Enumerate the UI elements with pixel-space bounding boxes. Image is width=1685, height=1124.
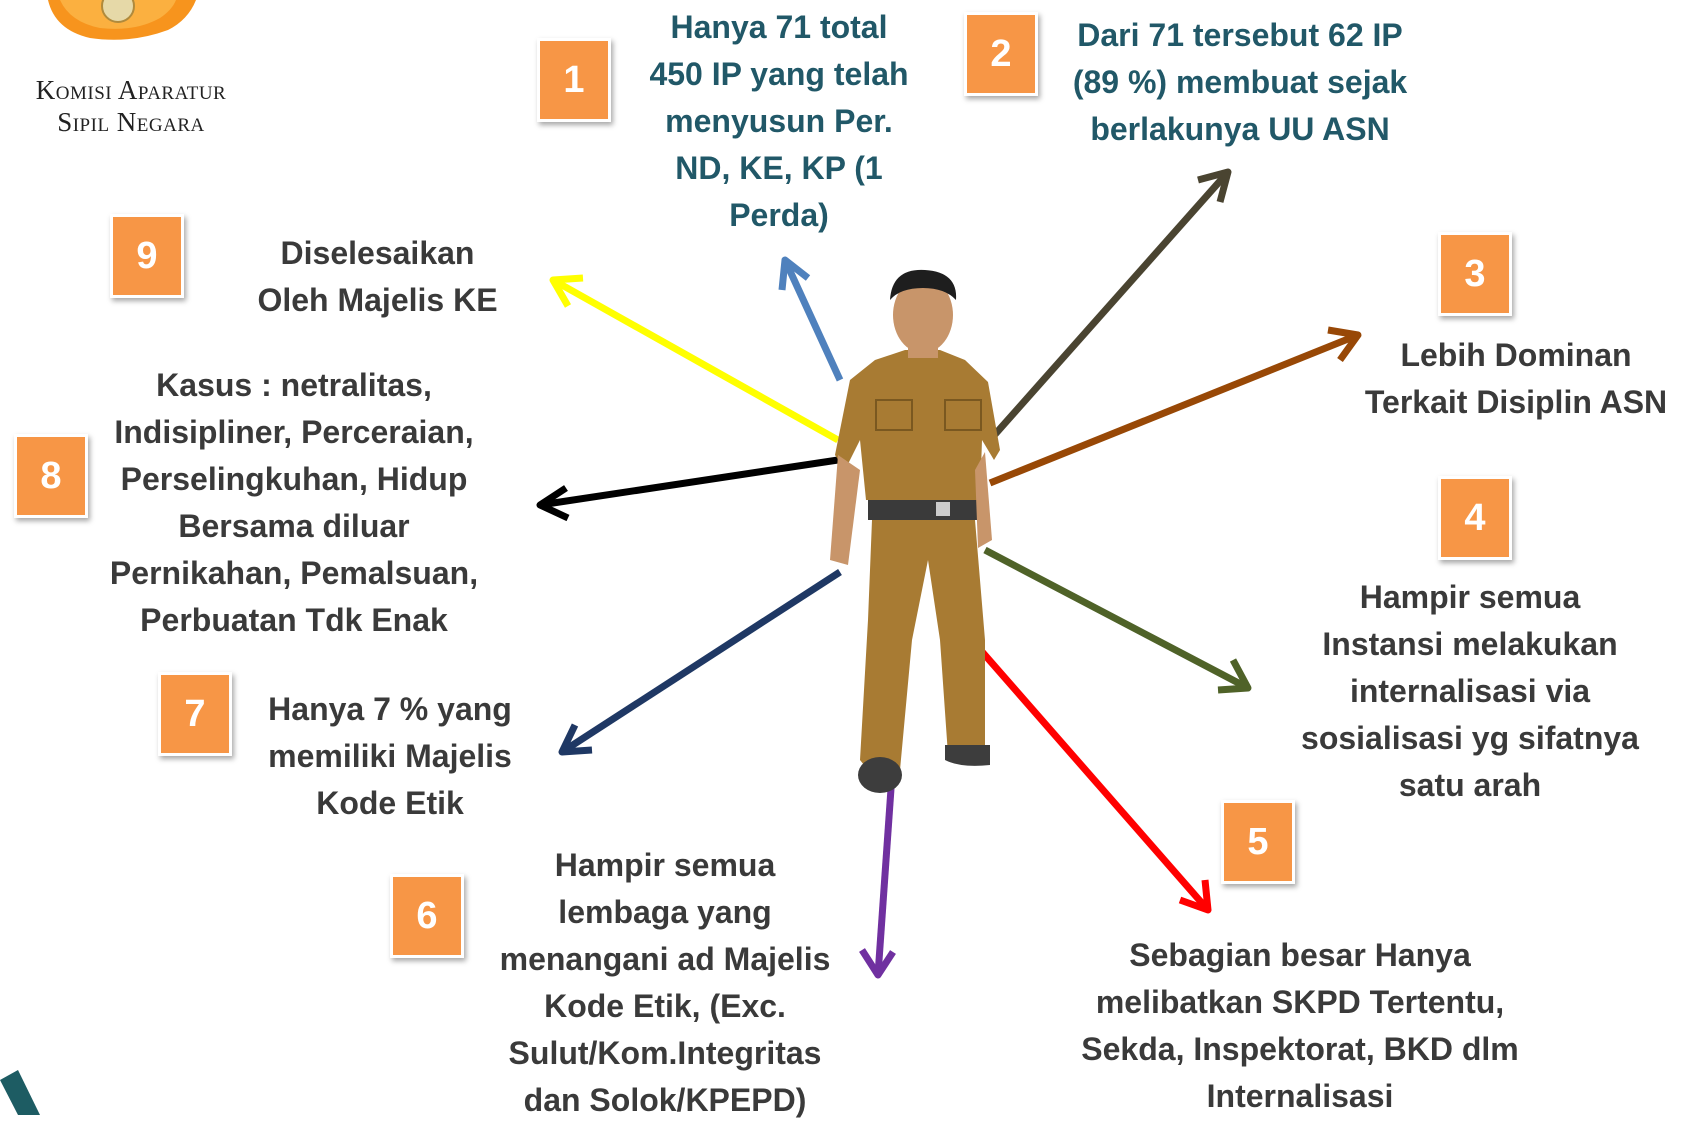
text-item-8-line: Kasus : netralitas,	[156, 367, 432, 403]
text-item-5: Sebagian besar Hanya melibatkan SKPD Ter…	[1050, 932, 1550, 1120]
text-item-3-line: Lebih Dominan	[1400, 337, 1632, 373]
text-item-4-line: internalisasi via	[1349, 673, 1591, 709]
text-item-1-line: 450 IP yang telah	[649, 56, 909, 92]
badge-2: 2	[964, 12, 1038, 96]
text-item-3: Lebih Dominan Terkait Disiplin ASN	[1348, 332, 1684, 426]
badge-7: 7	[158, 672, 232, 756]
text-item-6: Hampir semua lembaga yang menangani ad M…	[470, 842, 860, 1124]
text-item-8-line: Perbuatan Tdk Enak	[140, 602, 448, 638]
text-item-1-line: menyusun Per.	[665, 103, 893, 139]
text-item-7-line: memiliki Majelis	[268, 738, 512, 774]
arrow-4	[983, 546, 1252, 694]
text-item-7-line: Hanya 7 % yang	[268, 691, 512, 727]
text-item-1-line: ND, KE, KP (1	[675, 150, 883, 186]
text-item-7: Hanya 7 % yang memiliki Majelis Kode Eti…	[240, 686, 540, 827]
text-item-6-line: menangani ad Majelis	[499, 941, 831, 977]
arrow-2	[987, 168, 1232, 443]
text-item-4-line: satu arah	[1398, 767, 1542, 803]
text-item-4-line: Hampir semua	[1359, 579, 1581, 615]
logo-emblem-icon	[48, 0, 196, 40]
text-item-9-line: Oleh Majelis KE	[257, 282, 498, 318]
text-item-1-line: Hanya 71 total	[670, 9, 888, 45]
text-item-3-line: Terkait Disiplin ASN	[1364, 384, 1668, 420]
badge-9: 9	[110, 214, 184, 298]
logo-line-2: Sipil Negara	[57, 107, 205, 137]
text-item-8-line: Indisipliner, Perceraian,	[114, 414, 474, 450]
logo-line-1: Komisi Aparatur	[35, 75, 227, 105]
text-item-7-line: Kode Etik	[316, 785, 464, 821]
text-item-1-line: Perda)	[729, 197, 829, 233]
text-item-8-line: Pernikahan, Pemalsuan,	[109, 555, 479, 591]
text-item-4-line: Instansi melakukan	[1322, 626, 1618, 662]
badge-8: 8	[14, 434, 88, 518]
text-item-1: Hanya 71 total 450 IP yang telah menyusu…	[624, 4, 934, 239]
text-item-5-line: melibatkan SKPD Tertentu,	[1095, 984, 1505, 1020]
text-item-9: Diselesaikan Oleh Majelis KE	[240, 230, 515, 324]
text-item-5-line: Sekda, Inspektorat, BKD dlm	[1081, 1031, 1519, 1067]
arrow-6	[859, 759, 897, 979]
badge-3: 3	[1438, 232, 1512, 316]
text-item-2: Dari 71 tersebut 62 IP (89 %) membuat se…	[1040, 12, 1440, 153]
badge-5: 5	[1221, 800, 1295, 884]
text-item-4-line: sosialisasi yg sifatnya	[1301, 720, 1639, 756]
text-item-6-line: dan Solok/KPEPD)	[523, 1082, 807, 1118]
arrow-3	[988, 326, 1362, 487]
text-item-2-line: Dari 71 tersebut 62 IP	[1077, 17, 1403, 53]
text-item-8-line: Bersama diluar	[178, 508, 410, 544]
text-item-6-line: Sulut/Kom.Integritas	[508, 1035, 822, 1071]
text-item-8: Kasus : netralitas, Indisipliner, Percer…	[86, 362, 502, 644]
text-item-2-line: berlakunya UU ASN	[1090, 111, 1390, 147]
arrow-1	[778, 256, 844, 382]
badge-1: 1	[537, 38, 611, 122]
text-item-6-line: Kode Etik, (Exc.	[544, 988, 786, 1024]
text-item-9-line: Diselesaikan	[280, 235, 475, 271]
text-item-4: Hampir semua Instansi melakukan internal…	[1270, 574, 1670, 809]
corner-chevron-icon	[0, 1070, 40, 1115]
text-item-6-line: Hampir semua	[554, 847, 776, 883]
arrow-7	[558, 569, 842, 756]
arrow-8	[536, 456, 839, 522]
text-item-5-line: Sebagian besar Hanya	[1129, 937, 1471, 973]
logo-text: Komisi Aparatur Sipil Negara	[0, 74, 262, 138]
text-item-8-line: Perselingkuhan, Hidup	[120, 461, 468, 497]
arrow-9	[549, 274, 840, 444]
badge-4: 4	[1438, 476, 1512, 560]
text-item-5-line: Internalisasi	[1206, 1078, 1394, 1114]
badge-6: 6	[390, 874, 464, 958]
text-item-6-line: lembaga yang	[558, 894, 772, 930]
arrow-5	[960, 627, 1212, 914]
text-item-2-line: (89 %) membuat sejak	[1072, 64, 1408, 100]
